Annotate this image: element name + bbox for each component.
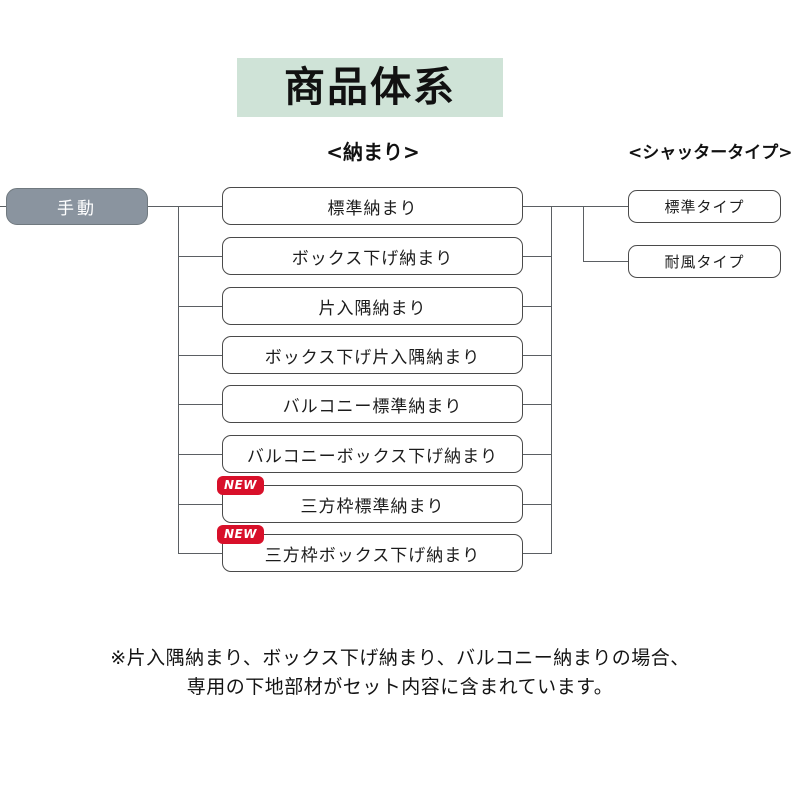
node-osamari-6[interactable]: 三方枠標準納まり (222, 485, 523, 523)
new-badge-osamari-6: NEW (217, 476, 264, 495)
connector-shutter-1 (583, 261, 629, 262)
connector-branch-right-1 (523, 256, 552, 257)
connector-branch-left-0 (178, 206, 223, 207)
footnote-line-1: ※片入隅納まり、ボックス下げ納まり、バルコニー納まりの場合、 (110, 647, 690, 669)
node-label: 三方枠標準納まり (300, 496, 445, 517)
connector-branch-right-6 (523, 504, 552, 505)
footnote-line-2: 専用の下地部材がセット内容に含まれています。 (186, 676, 614, 699)
connector-trunk-to-shutter (551, 206, 584, 207)
node-label: 手動 (57, 199, 97, 219)
node-label: バルコニー標準納まり (282, 396, 463, 417)
connector-branch-left-6 (178, 504, 223, 505)
node-label: 耐風タイプ (664, 253, 745, 271)
node-label: ボックス下げ片入隅納まり (264, 347, 481, 368)
connector-branch-right-2 (523, 306, 552, 307)
connector-branch-left-2 (178, 306, 223, 307)
node-manual-root[interactable]: 手動 (6, 188, 148, 225)
connector-root-to-trunk (148, 206, 179, 207)
connector-branch-left-3 (178, 355, 223, 356)
node-label: ボックス下げ納まり (291, 248, 454, 269)
title-banner: 商品体系 (237, 58, 503, 117)
connector-branch-left-1 (178, 256, 223, 257)
connector-branch-left-7 (178, 553, 223, 554)
connector-branch-right-4 (523, 404, 552, 405)
connector-branch-right-5 (523, 454, 552, 455)
connector-branch-right-7 (523, 553, 552, 554)
node-osamari-7[interactable]: 三方枠ボックス下げ納まり (222, 534, 523, 572)
column-heading-shutter: <シャッタータイプ> (628, 143, 793, 163)
node-osamari-3[interactable]: ボックス下げ片入隅納まり (222, 336, 523, 374)
node-label: バルコニーボックス下げ納まり (246, 446, 499, 467)
footnote: ※片入隅納まり、ボックス下げ納まり、バルコニー納まりの場合、 専用の下地部材がセ… (60, 644, 740, 703)
node-label: 標準タイプ (664, 198, 745, 216)
connector-shutter-0 (583, 206, 629, 207)
connector-shutter-trunk (583, 206, 584, 262)
connector-right-trunk (551, 206, 552, 554)
node-osamari-4[interactable]: バルコニー標準納まり (222, 385, 523, 423)
node-osamari-0[interactable]: 標準納まり (222, 187, 523, 225)
node-osamari-2[interactable]: 片入隅納まり (222, 287, 523, 325)
new-badge-osamari-7: NEW (217, 525, 264, 544)
node-shutter-0[interactable]: 標準タイプ (628, 190, 781, 223)
node-label: 片入隅納まり (318, 298, 427, 319)
connector-branch-left-4 (178, 404, 223, 405)
page-title: 商品体系 (284, 63, 456, 111)
node-osamari-5[interactable]: バルコニーボックス下げ納まり (222, 435, 523, 473)
node-osamari-1[interactable]: ボックス下げ納まり (222, 237, 523, 275)
connector-branch-left-5 (178, 454, 223, 455)
connector-branch-right-3 (523, 355, 552, 356)
connector-branch-right-0 (523, 206, 552, 207)
column-heading-osamari: <納まり> (326, 140, 420, 164)
node-shutter-1[interactable]: 耐風タイプ (628, 245, 781, 278)
connector-left-trunk (178, 206, 179, 554)
node-label: 標準納まり (327, 198, 418, 219)
node-label: 三方枠ボックス下げ納まり (264, 545, 481, 566)
